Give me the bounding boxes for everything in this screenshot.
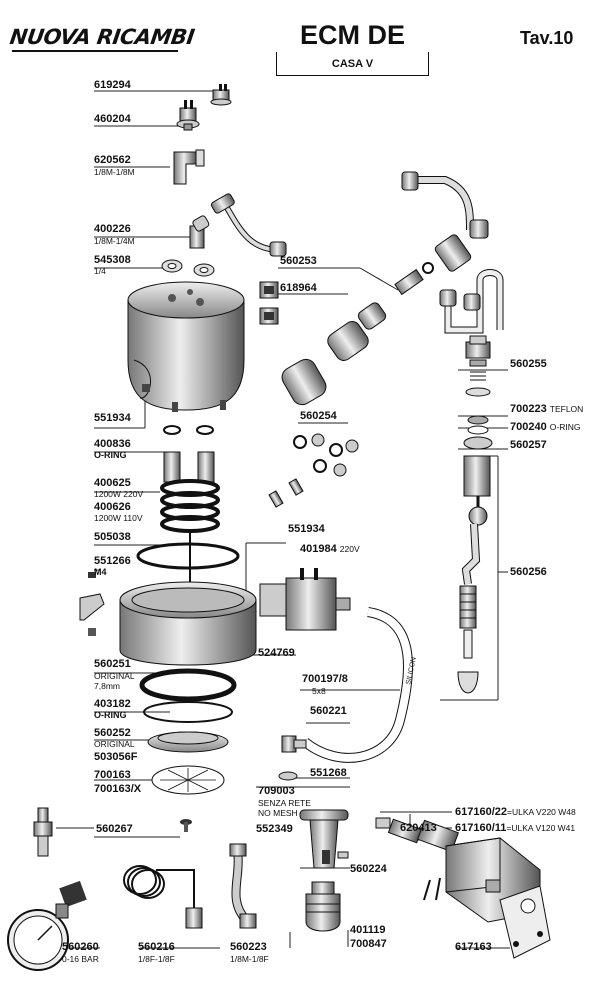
solenoid-valve-icon — [259, 568, 351, 631]
silicon-tube-icon — [301, 607, 414, 763]
part-spec-560260: 0-16 BAR — [62, 954, 99, 964]
part-spec-400625: 1200W 220V — [94, 489, 144, 499]
part-label-460204: 460204 — [94, 113, 131, 125]
part-label-700163x: 700163/X — [94, 783, 142, 795]
part-spec-560251-a: ORIGINAL — [94, 671, 135, 681]
part-label-620413: 620413 — [400, 822, 437, 834]
part-spec-400626: 1200W 110V — [94, 513, 143, 523]
part-label-700240: 700240 O-RING — [510, 421, 581, 433]
part-spec-709003-b: NO MESH — [258, 808, 298, 818]
part-label-560260: 560260 — [62, 941, 99, 953]
part-spec-560251-b: 7,8mm — [94, 681, 120, 691]
part-label-560267: 560267 — [96, 823, 133, 835]
part-spec-709003-a: SENZA RETE — [258, 798, 311, 808]
part-label-551266: 551266 — [94, 555, 131, 567]
part-label-560255: 560255 — [510, 358, 547, 370]
part-label-560216: 560216 — [138, 941, 175, 953]
part-label-617163: 617163 — [455, 941, 492, 953]
part-spec-700197: 5x8 — [312, 686, 326, 696]
part-label-400626: 400626 — [94, 501, 131, 513]
part-label-503056f: 503056F — [94, 751, 138, 763]
part-spec-560252: ORIGINAL — [94, 739, 135, 749]
part-label-400226: 400226 — [94, 223, 131, 235]
part-label-560257: 560257 — [510, 439, 547, 451]
pipe-elbow-icon — [189, 193, 287, 257]
shower-plate-icon — [147, 731, 229, 795]
part-label-618964: 618964 — [280, 282, 317, 294]
switch-icon — [259, 281, 279, 325]
heating-element-icon — [160, 425, 220, 600]
part-spec-403182: O-RING — [94, 710, 127, 720]
subtitle-box: CASA V — [276, 52, 429, 76]
tube-elbow-icon — [278, 735, 307, 781]
part-label-617160-22: 617160/22=ULKA V220 W48 — [455, 806, 576, 818]
part-label-560256: 560256 — [510, 566, 547, 578]
screw-icon — [180, 819, 192, 832]
part-spec-545308: 1/4 — [94, 266, 106, 276]
table-number: Tav.10 — [520, 28, 574, 48]
filter-holder-icon — [299, 809, 349, 869]
part-label-551934-boiler: 551934 — [94, 412, 131, 424]
pressure-gauge-icon — [7, 880, 87, 971]
part-label-700163: 700163 — [94, 769, 131, 781]
part-spec-560223: 1/8M-1/8F — [230, 954, 269, 964]
part-spec-400836: O-RING — [94, 450, 127, 460]
part-spec-560216: 1/8F-1/8F — [138, 954, 175, 964]
capillary-coil-icon — [123, 865, 203, 929]
pump-filter-icon — [305, 881, 341, 932]
part-label-400625: 400625 — [94, 477, 131, 489]
part-label-620562: 620562 — [94, 154, 131, 166]
valve-assembly-icon — [327, 171, 504, 361]
knob-icon — [281, 358, 327, 406]
part-label-403182: 403182 — [94, 698, 131, 710]
part-label-401119: 401119 — [350, 924, 386, 936]
part-label-560223: 560223 — [230, 941, 267, 953]
part-label-560224: 560224 — [350, 863, 387, 875]
part-label-700223: 700223 TEFLON — [510, 403, 584, 415]
gasket-ring-icon — [136, 542, 240, 723]
part-spec-620562: 1/8M-1/8M — [94, 167, 135, 177]
part-label-700847: 700847 — [350, 938, 387, 950]
part-label-619294: 619294 — [94, 79, 131, 91]
part-label-560221: 560221 — [310, 705, 347, 717]
part-label-700197: 700197/8 — [302, 673, 348, 685]
part-label-617160-11: 617160/11=ULKA V120 W41 — [455, 822, 576, 834]
part-label-400836: 400836 — [94, 438, 131, 450]
logo-underline — [12, 50, 178, 52]
subtitle: CASA V — [331, 58, 374, 70]
thermostat-icon — [176, 84, 232, 131]
part-label-552349: 552349 — [256, 823, 293, 835]
pump-icon — [375, 817, 551, 959]
part-label-545308: 545308 — [94, 254, 131, 266]
part-label-709003: 709003 — [258, 785, 295, 797]
part-spec-551266: M4 — [94, 567, 107, 577]
part-label-505038: 505038 — [94, 531, 131, 543]
part-label-524769: 524769 — [258, 647, 295, 659]
sensor-probe-icon — [33, 807, 53, 857]
boiler-housing-icon — [127, 281, 245, 412]
steam-wand-icon — [457, 335, 493, 694]
part-label-551268: 551268 — [310, 767, 347, 779]
elbow-fitting-icon — [173, 149, 205, 185]
nut-icon — [161, 259, 215, 277]
leader-lines — [56, 90, 510, 949]
part-label-560252: 560252 — [94, 727, 131, 739]
bracket-icon — [79, 572, 105, 636]
flex-hose-icon — [229, 843, 257, 929]
boiler-base-icon — [119, 581, 257, 666]
part-label-560251: 560251 — [94, 658, 131, 670]
model-title: ECM DE — [300, 20, 406, 50]
washer-set-icon — [268, 433, 359, 508]
part-label-401984: 401984 220V — [300, 543, 360, 555]
part-spec-400226: 1/8M-1/4M — [94, 236, 135, 246]
part-label-560253: 560253 — [280, 255, 317, 267]
part-label-560254: 560254 — [300, 410, 337, 422]
part-label-551934-bracket: 551934 — [288, 523, 325, 535]
